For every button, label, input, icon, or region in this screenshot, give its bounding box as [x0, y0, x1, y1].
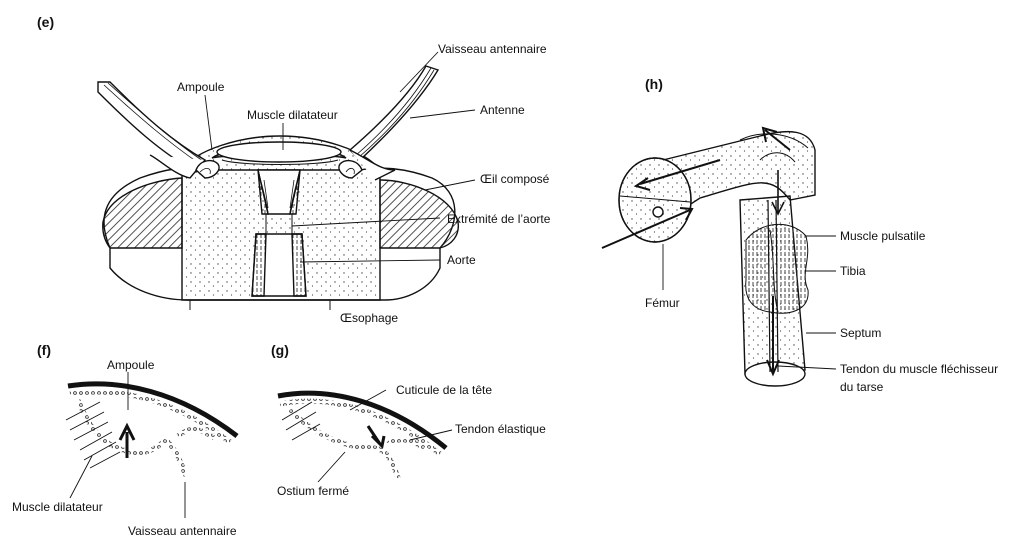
label-tibia: Tibia	[840, 264, 866, 278]
flow-arrow-3	[761, 126, 791, 151]
antenna-right	[348, 65, 440, 161]
label-oeil-compose: Œil composé	[480, 172, 550, 186]
label-oesophage: Œsophage	[340, 311, 399, 325]
label-muscle-dilatateur-e: Muscle dilatateur	[247, 108, 338, 122]
flow-arrow-4	[766, 296, 780, 377]
flow-arrow-5	[771, 170, 785, 216]
label-vaisseau-antennaire-e: Vaisseau antennaire	[438, 42, 547, 56]
label-femur: Fémur	[645, 296, 680, 310]
tibia-end	[744, 361, 806, 387]
label-septum: Septum	[840, 326, 882, 340]
ampoule-right	[338, 159, 363, 179]
compound-eye-left	[102, 177, 183, 249]
panel-label-f: (f)	[37, 342, 51, 358]
label-extremite-aorte: Extrémité de l’aorte	[447, 212, 551, 226]
label-ampoule-f: Ampoule	[107, 358, 155, 372]
ampoule-detail-g	[277, 390, 448, 479]
label-ampoule-e: Ampoule	[177, 80, 225, 94]
panel-label-h: (h)	[645, 76, 663, 92]
label-ostium-ferme: Ostium fermé	[277, 484, 350, 498]
label-tendon-line1: Tendon du muscle fléchisseur	[840, 362, 999, 376]
label-cuticule: Cuticule de la tête	[396, 383, 493, 397]
head-diagram	[97, 65, 459, 310]
compound-eye-right	[379, 179, 459, 249]
label-muscle-dilatateur-f: Muscle dilatateur	[12, 500, 103, 514]
ampoule-left	[195, 159, 220, 179]
cuticle-f	[67, 381, 239, 438]
label-tendon-elastique: Tendon élastique	[455, 422, 546, 436]
label-aorte: Aorte	[447, 253, 476, 267]
flow-arrow-2	[601, 207, 694, 249]
label-vaisseau-antennaire-f: Vaisseau antennaire	[128, 524, 237, 538]
ampoule-detail-f	[65, 381, 239, 477]
cuticle-g	[277, 390, 448, 450]
leader-lines-e	[204, 51, 476, 263]
panel-label-e: (e)	[37, 14, 55, 30]
flow-arrow-1	[633, 159, 721, 191]
leg-diagram	[601, 126, 816, 387]
arrow-f	[118, 422, 136, 458]
label-muscle-pulsatile: Muscle pulsatile	[840, 229, 926, 243]
arrow-g	[366, 425, 386, 450]
label-antenne: Antenne	[480, 103, 525, 117]
label-tendon-line2: du tarse	[840, 380, 884, 394]
panel-label-g: (g)	[271, 342, 289, 358]
